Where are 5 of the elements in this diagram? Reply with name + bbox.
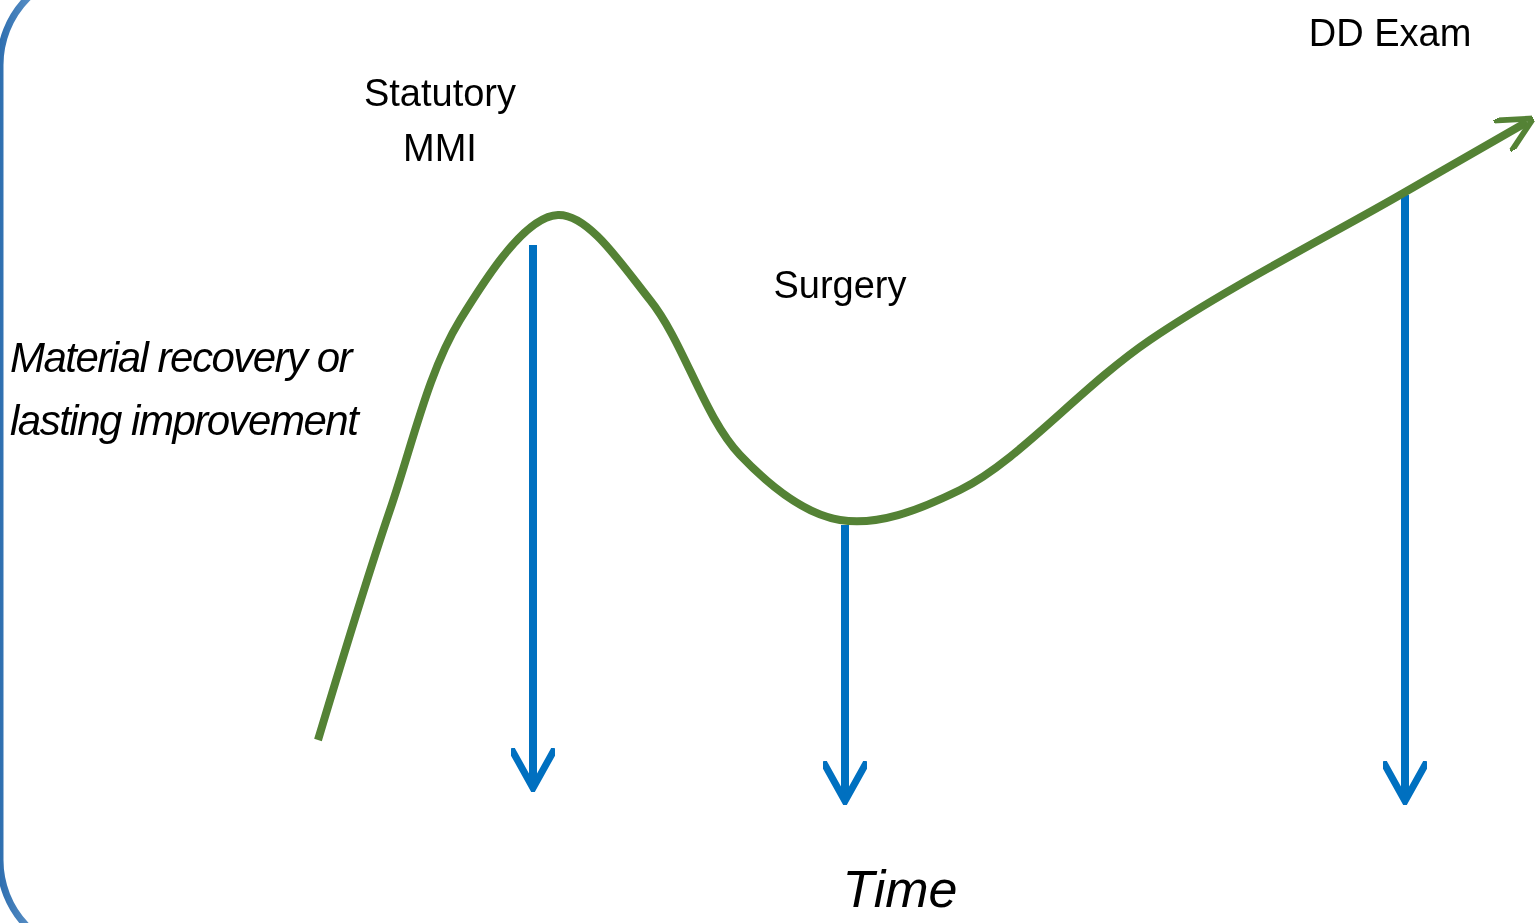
event-label: Statutory MMI: [362, 71, 518, 172]
axis-label: Material recovery or lasting improvement: [10, 333, 361, 446]
event-label: DD Exam: [1307, 11, 1473, 56]
event-label: Surgery: [772, 263, 908, 308]
axis-label: Time: [841, 859, 959, 920]
